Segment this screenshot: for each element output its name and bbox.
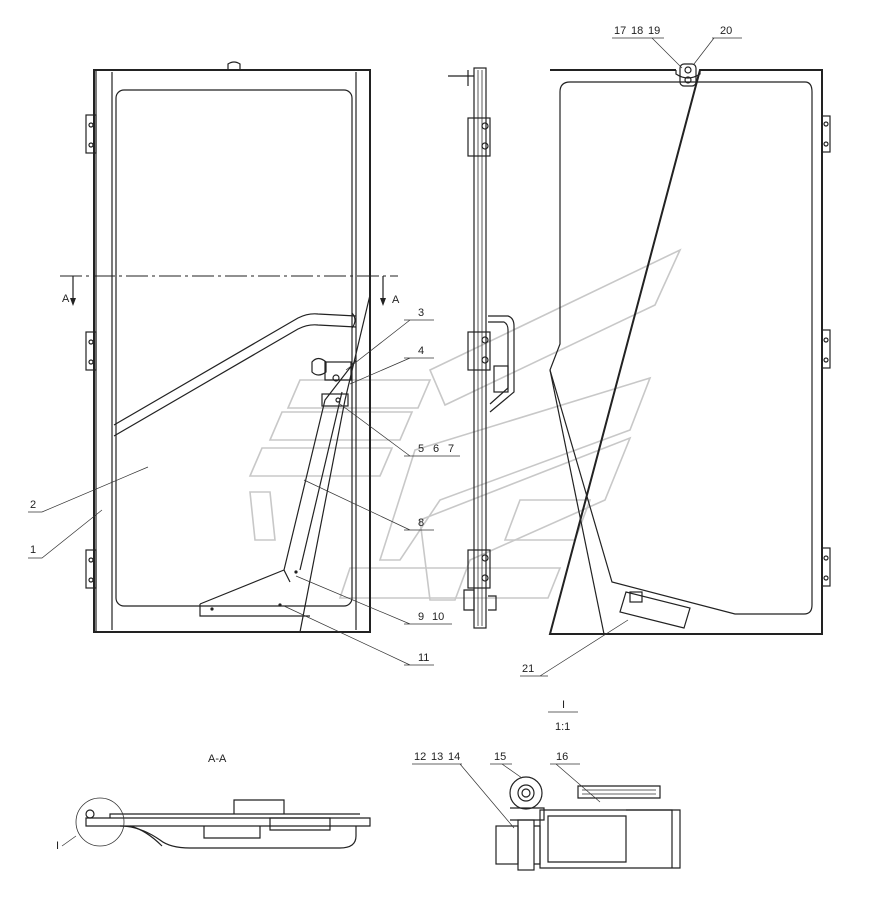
side-hinge-mid (467, 331, 491, 371)
section-view-title: A-A (208, 753, 227, 765)
door-lock (311, 357, 352, 407)
plate-21 (619, 591, 691, 629)
side-hinge-bottom (467, 549, 491, 589)
top-latch (679, 63, 697, 87)
callout-3: 3 (418, 307, 424, 319)
callout-9: 9 (418, 611, 424, 623)
callout-10: 10 (432, 611, 444, 623)
front-view: A A (60, 61, 400, 633)
hinge-left-mid (85, 331, 97, 371)
section-mark-right: A (392, 294, 400, 306)
callout-8: 8 (418, 517, 424, 529)
callout-2: 2 (30, 499, 36, 511)
callout-6: 6 (433, 443, 439, 455)
detail-circle-i (75, 797, 125, 847)
watermark-logo (248, 248, 682, 601)
callout-19: 19 (648, 25, 660, 37)
callout-14: 14 (448, 751, 460, 763)
detail-scale: 1:1 (555, 721, 570, 733)
callout-16: 16 (556, 751, 568, 763)
side-view (448, 67, 515, 629)
callout-18: 18 (631, 25, 643, 37)
detail-i-view: I 1:1 (495, 699, 681, 871)
hinge-left-top (85, 114, 97, 154)
callout-17: 17 (614, 25, 626, 37)
callout-13: 13 (431, 751, 443, 763)
detail-ref-label: I (56, 840, 59, 852)
callout-5: 5 (418, 443, 424, 455)
callout-7: 7 (448, 443, 454, 455)
detail-label: I (562, 699, 565, 711)
callout-15: 15 (494, 751, 506, 763)
callout-4: 4 (418, 345, 424, 357)
callout-1: 1 (30, 544, 36, 556)
callout-11: 11 (418, 652, 429, 664)
hinge-left-bottom (85, 549, 97, 589)
callout-12: 12 (414, 751, 426, 763)
side-hinge-top (467, 117, 491, 157)
callout-20: 20 (720, 25, 732, 37)
callout-21: 21 (522, 663, 534, 675)
section-a-a-view: A-A I (56, 753, 371, 852)
door-frame-outer (93, 69, 371, 633)
leader-lines (28, 37, 742, 829)
rear-view (548, 63, 831, 635)
glass-panel (115, 89, 353, 607)
callout-numbers: 1 2 3 4 5 6 7 8 9 10 11 12 13 14 15 16 1… (30, 25, 732, 763)
section-mark-left: A (62, 293, 70, 305)
